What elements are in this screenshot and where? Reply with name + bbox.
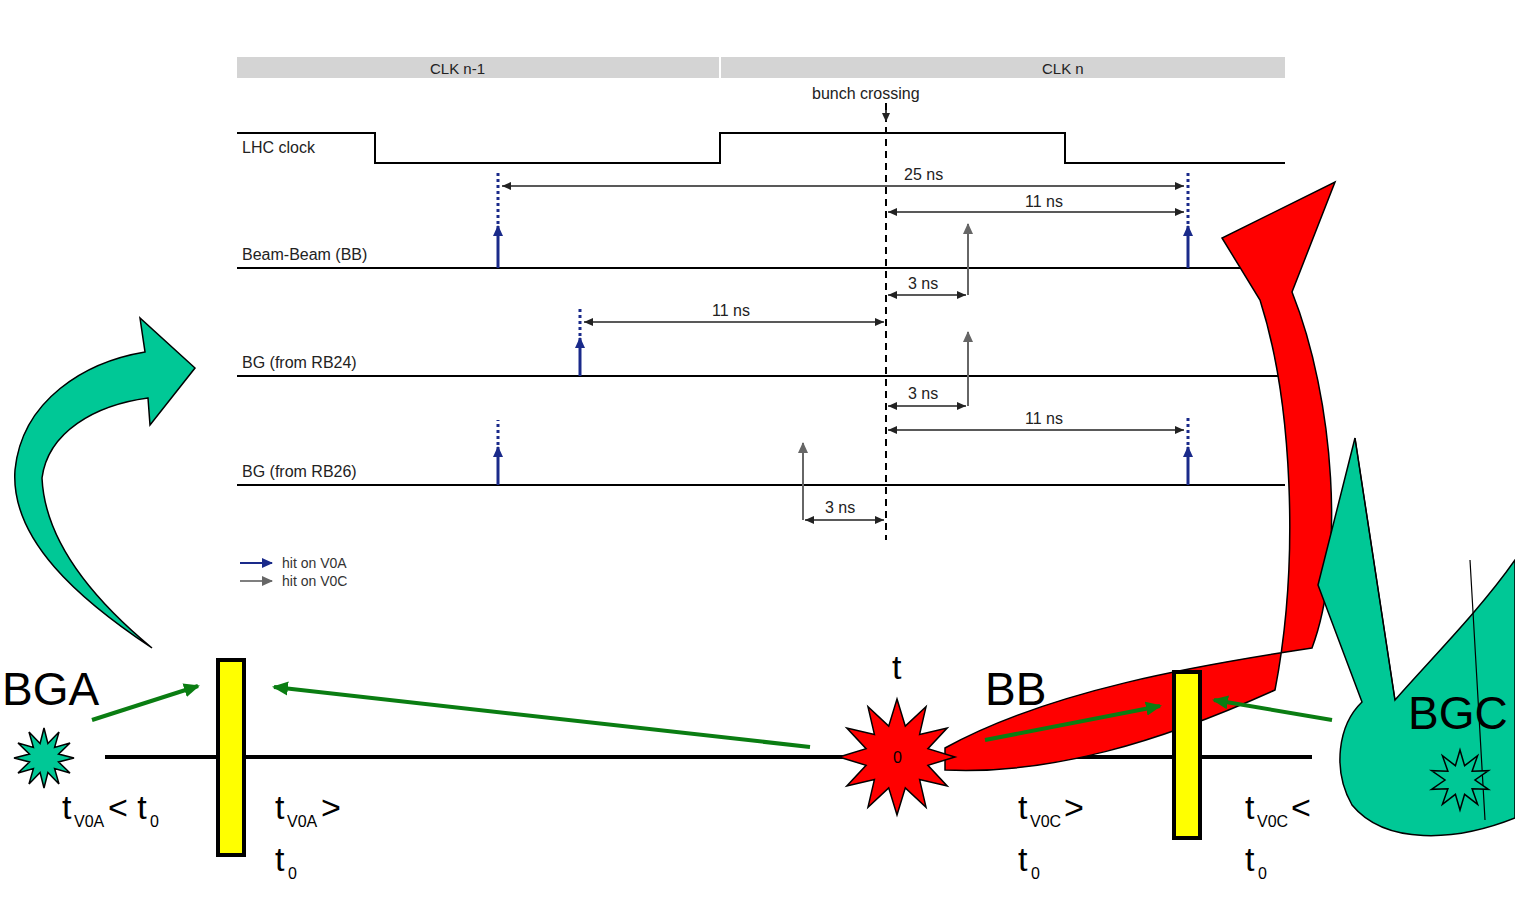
- time-subscript: 0: [288, 866, 297, 882]
- v0c-detector: [1174, 672, 1200, 838]
- clock-label: CLK n-1: [430, 61, 485, 76]
- time-symbol: t: [1245, 790, 1254, 824]
- signal-baselines: [237, 268, 1285, 485]
- event-label: bunch crossing: [812, 86, 920, 102]
- time-symbol: <: [1291, 790, 1311, 824]
- clock-label: CLK n: [1042, 61, 1084, 76]
- legend-text: hit on V0C: [282, 574, 347, 588]
- signal-name: BG (from RB26): [242, 464, 357, 480]
- time-symbol: t: [1018, 842, 1027, 876]
- time-symbol: t: [1018, 790, 1027, 824]
- time-subscript: 0: [893, 750, 902, 766]
- v0c-hits: [803, 224, 968, 520]
- source-label: BB: [985, 666, 1046, 712]
- red-curved-arrow: [945, 182, 1335, 770]
- time-symbol: >: [1064, 790, 1084, 824]
- time-subscript: V0A: [74, 814, 104, 830]
- legend-samples: [240, 563, 272, 581]
- clock-waveform: [237, 133, 1285, 163]
- beam-line: [105, 755, 1312, 759]
- particle-tracks: [92, 686, 1332, 747]
- time-subscript: V0C: [1030, 814, 1061, 830]
- time-symbol: t: [1245, 842, 1254, 876]
- time-intervals: [502, 186, 1184, 520]
- time-subscript: V0A: [287, 814, 317, 830]
- source-label: BGC: [1408, 690, 1508, 736]
- time-subscript: V0C: [1257, 814, 1288, 830]
- time-subscript: 0: [1031, 866, 1040, 882]
- clock-header: [237, 57, 1285, 78]
- time-interval: 11 ns: [1025, 194, 1063, 210]
- source-label: BGA: [2, 666, 99, 712]
- v0a-hits: [498, 172, 1188, 485]
- bgc-star: [1432, 750, 1489, 810]
- time-symbol: t: [275, 790, 284, 824]
- signal-name: BG (from RB24): [242, 355, 357, 371]
- bunch-crossing-arrow: [885, 103, 887, 122]
- time-symbol: t: [892, 650, 901, 684]
- time-interval: 11 ns: [712, 303, 750, 319]
- bga-star: [14, 728, 74, 788]
- time-symbol: t: [62, 790, 71, 824]
- time-interval: 11 ns: [1025, 411, 1063, 427]
- time-interval: 3 ns: [825, 500, 855, 516]
- legend-text: hit on V0A: [282, 556, 347, 570]
- signal-name: Beam-Beam (BB): [242, 247, 367, 263]
- time-interval: 3 ns: [908, 276, 938, 292]
- time-symbol: < t: [108, 790, 147, 824]
- time-symbol: t: [275, 842, 284, 876]
- signal-name: LHC clock: [242, 140, 315, 156]
- green-curved-arrow: [15, 318, 195, 648]
- time-subscript: 0: [150, 814, 159, 830]
- bb-star: [839, 699, 955, 815]
- v0a-detector: [218, 660, 244, 855]
- time-symbol: >: [321, 790, 341, 824]
- swoosh-fold: [1355, 438, 1485, 820]
- bunch-crossing-line: [885, 103, 887, 540]
- time-interval: 3 ns: [908, 386, 938, 402]
- time-subscript: 0: [1258, 866, 1267, 882]
- green-curved-arrow: [1318, 438, 1515, 836]
- time-interval: 25 ns: [904, 167, 943, 183]
